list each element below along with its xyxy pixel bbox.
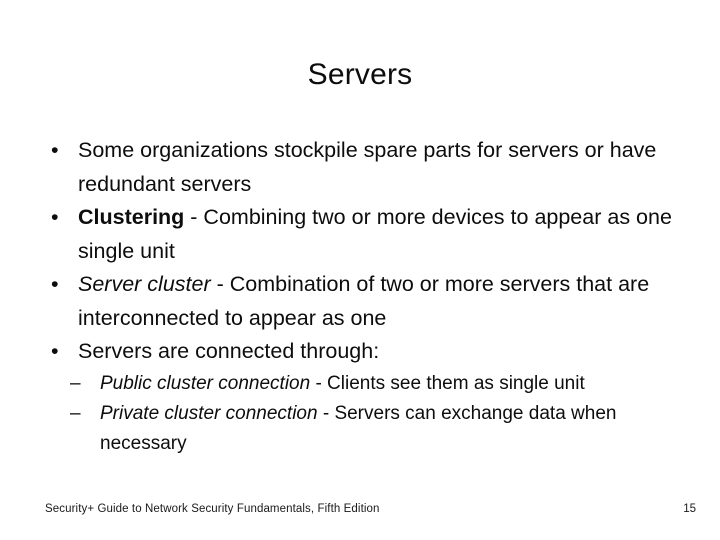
list-item: –Private cluster connection - Servers ca… — [70, 399, 688, 459]
list-item-text: - Combining two or more devices to appea… — [78, 205, 672, 263]
list-item-text: - Clients see them as single unit — [310, 372, 585, 394]
list-item-emphasis: Server cluster — [78, 272, 211, 296]
dash-marker-icon: – — [70, 402, 81, 424]
footer-source-text: Security+ Guide to Network Security Fund… — [45, 503, 380, 515]
slide-body: • Some organizations stockpile spare part… — [40, 134, 688, 459]
list-item-text: Some organizations stockpile spare parts… — [78, 138, 657, 196]
slide-page-number: 15 — [683, 503, 696, 515]
list-item-text: Servers are connected through: — [78, 339, 380, 363]
list-item: • Server cluster - Combination of two or … — [40, 268, 688, 335]
bullet-marker-icon: • — [51, 339, 59, 363]
list-item-text: - Combination of two or more servers tha… — [78, 272, 650, 330]
list-item-emphasis: Private cluster connection — [100, 402, 318, 424]
list-item: • Servers are connected through: — [40, 335, 688, 369]
bullet-list-level2: –Public cluster connection - Clients see… — [40, 369, 688, 459]
list-item: –Public cluster connection - Clients see… — [70, 369, 688, 399]
list-item-emphasis: Public cluster connection — [100, 372, 311, 394]
list-item-emphasis: Clustering — [78, 205, 185, 229]
list-item: • Clustering - Combining two or more devi… — [40, 201, 688, 268]
list-item-text: - Servers can exchange data when necessa… — [100, 402, 617, 454]
bullet-marker-icon: • — [51, 205, 59, 229]
bullet-marker-icon: • — [51, 138, 59, 162]
list-item: • Some organizations stockpile spare part… — [40, 134, 688, 201]
page-title: Servers — [307, 58, 413, 91]
dash-marker-icon: – — [70, 372, 81, 394]
bullet-list-level1: • Some organizations stockpile spare part… — [40, 134, 688, 459]
bullet-marker-icon: • — [51, 272, 59, 296]
